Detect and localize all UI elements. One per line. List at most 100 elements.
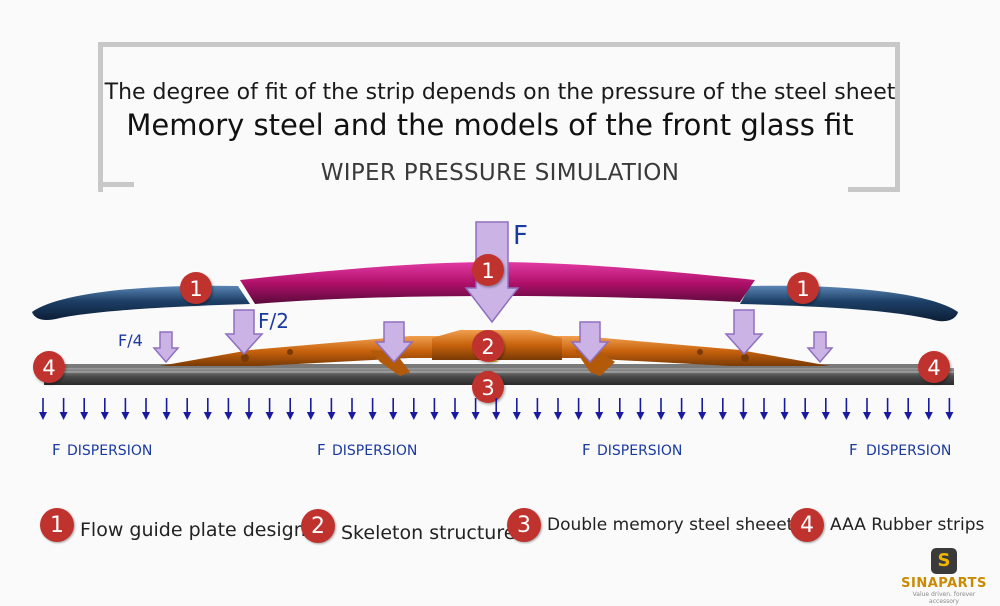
svg-text:DISPERSION: DISPERSION — [866, 443, 951, 459]
dispersion-arrow — [801, 398, 810, 420]
dispersion-arrows — [39, 398, 954, 420]
dispersion-arrow — [657, 398, 665, 420]
marker-flow-guide-center: 1 — [472, 254, 504, 286]
dispersion-arrow — [451, 398, 459, 420]
dispersion-arrow — [945, 398, 954, 420]
half-force-arrow-center-left — [374, 321, 414, 364]
force-label-quarter: F/4 — [118, 331, 143, 350]
logo-mark-icon: S — [931, 548, 957, 574]
svg-text:1: 1 — [796, 277, 809, 301]
dispersion-arrow — [863, 398, 871, 420]
legend-item-4: 4 AAA Rubber strips — [790, 508, 984, 542]
logo-tagline: Value driven. forever accessory — [912, 591, 976, 605]
dispersion-arrow — [59, 398, 68, 420]
svg-text:F: F — [849, 441, 858, 459]
dispersion-arrow — [245, 398, 253, 420]
legend-number-2: 2 — [301, 509, 335, 543]
marker-rubber-left: 4 — [33, 351, 65, 383]
dispersion-arrow — [368, 398, 377, 420]
dispersion-arrow — [430, 398, 439, 420]
headline-line1: The degree of fit of the strip depends o… — [104, 80, 896, 105]
dispersion-arrow — [306, 398, 315, 420]
sinaparts-logo: S SINAPARTS Value driven. forever access… — [898, 548, 990, 605]
left-flow-guide-plate — [32, 285, 250, 320]
dispersion-arrow — [183, 398, 192, 420]
svg-text:2: 2 — [481, 335, 494, 359]
title-frame-right — [848, 42, 900, 192]
half-force-arrow-right — [724, 309, 764, 356]
dispersion-arrow — [615, 398, 624, 420]
dispersion-label-3: F DISPERSION — [582, 441, 682, 459]
half-force-arrow-left — [224, 309, 264, 356]
svg-text:DISPERSION: DISPERSION — [597, 443, 682, 459]
dispersion-arrow — [554, 398, 562, 420]
dispersion-arrow — [574, 398, 583, 420]
dispersion-arrow — [142, 398, 150, 420]
svg-text:F: F — [317, 441, 326, 459]
dispersion-arrow — [121, 398, 130, 420]
dispersion-arrow — [471, 398, 480, 420]
marker-steel-sheet: 3 — [472, 371, 504, 403]
title-frame-top-bar — [98, 42, 895, 47]
dispersion-arrow — [677, 398, 686, 420]
dispersion-arrow — [739, 398, 748, 420]
legend-item-2: 2 Skeleton structure — [301, 508, 515, 544]
svg-text:3: 3 — [481, 376, 494, 400]
dispersion-arrow — [203, 398, 212, 420]
memory-steel-sheet — [60, 364, 940, 368]
force-label-half: F/2 — [258, 309, 289, 333]
dispersion-arrow — [224, 398, 233, 420]
dispersion-label-2: F DISPERSION — [317, 441, 417, 459]
skeleton-structure — [160, 330, 830, 376]
half-force-arrows — [224, 309, 764, 364]
legend-item-3: 3 Double memory steel sheeet — [507, 508, 793, 542]
marker-flow-guide-right: 1 — [787, 272, 819, 304]
legend-number-1: 1 — [40, 508, 74, 542]
dispersion-arrow — [286, 398, 295, 420]
dispersion-arrow — [39, 398, 47, 420]
legend-item-1: 1 Flow guide plate design — [40, 508, 306, 542]
dispersion-arrow — [718, 398, 727, 420]
dispersion-arrow — [595, 398, 604, 420]
quarter-force-arrows — [152, 331, 834, 364]
dispersion-label-4: F DISPERSION — [849, 441, 951, 459]
quarter-force-arrow-left — [152, 331, 180, 364]
dispersion-arrow — [760, 398, 768, 420]
svg-text:DISPERSION: DISPERSION — [332, 443, 417, 459]
svg-text:4: 4 — [927, 356, 940, 380]
dispersion-arrow — [389, 398, 398, 420]
marker-rubber-right: 4 — [918, 351, 950, 383]
dispersion-arrow — [327, 398, 336, 420]
svg-text:F: F — [582, 441, 591, 459]
dispersion-arrow — [162, 398, 171, 420]
legend-text-1: Flow guide plate design — [80, 519, 306, 541]
svg-text:F: F — [52, 441, 61, 459]
dispersion-arrow — [348, 398, 356, 420]
legend-text-2: Skeleton structure — [341, 522, 516, 544]
legend-text-4: AAA Rubber strips — [830, 515, 985, 535]
dispersion-arrow — [821, 398, 830, 420]
marker-skeleton: 2 — [472, 330, 504, 362]
dispersion-arrow — [533, 398, 542, 420]
dispersion-arrow — [904, 398, 913, 420]
right-flow-guide-plate — [740, 285, 958, 322]
diagram-subtitle: WIPER PRESSURE SIMULATION — [320, 160, 680, 186]
svg-text:1: 1 — [189, 277, 202, 301]
legend-text-3: Double memory steel sheeet — [547, 515, 794, 535]
dispersion-arrow — [265, 398, 274, 420]
dispersion-arrow — [409, 398, 418, 420]
dispersion-arrow — [636, 398, 645, 420]
dispersion-arrow — [842, 398, 851, 420]
dispersion-arrow — [512, 398, 521, 420]
dispersion-arrow — [780, 398, 789, 420]
svg-text:4: 4 — [42, 356, 55, 380]
half-force-arrow-center-right — [570, 321, 610, 364]
headline-line2: Memory steel and the models of the front… — [126, 108, 854, 142]
legend-number-3: 3 — [507, 508, 541, 542]
dispersion-arrow — [883, 398, 892, 420]
dispersion-arrow — [80, 398, 89, 420]
legend-number-4: 4 — [790, 508, 824, 542]
quarter-force-arrow-right — [806, 331, 834, 364]
dispersion-arrow — [924, 398, 933, 420]
